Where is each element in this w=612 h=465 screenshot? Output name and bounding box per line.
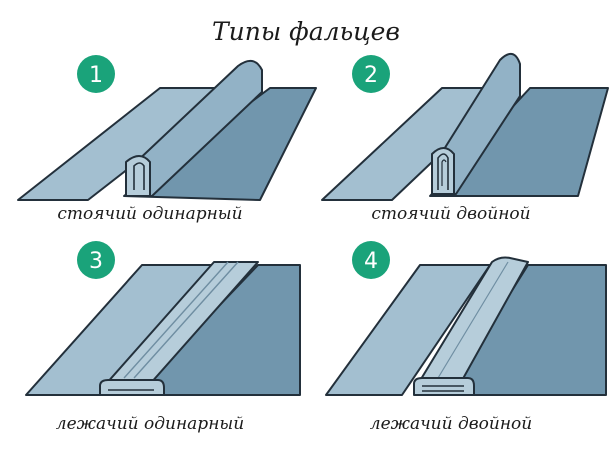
badge-number: 4 [364, 249, 378, 274]
panel-4: 4 лежачий двойной [325, 241, 607, 434]
panel-label: лежачий одинарный [56, 414, 244, 434]
panel-label: стоячий двойной [371, 204, 530, 224]
seam-rib [131, 59, 263, 197]
title: Типы фальцев [212, 17, 400, 46]
panel-3: 3 лежачий одинарный [25, 241, 301, 434]
badge-2 [352, 55, 390, 93]
badge-4 [352, 241, 390, 279]
panel-1: 1 стоячий одинарный [17, 55, 317, 224]
panel-2: 2 стоячий двойной [321, 53, 609, 224]
seam-front [125, 155, 151, 197]
seam-end [99, 379, 165, 396]
seam-front [431, 147, 455, 195]
badge-3 [77, 241, 115, 279]
badge-1 [77, 55, 115, 93]
badge-number: 2 [364, 63, 378, 88]
badge-number: 3 [89, 249, 103, 274]
panel-label: стоячий одинарный [57, 204, 242, 224]
seam-rib [435, 53, 521, 195]
badge-number: 1 [89, 63, 103, 88]
panel-label: лежачий двойной [370, 414, 532, 434]
